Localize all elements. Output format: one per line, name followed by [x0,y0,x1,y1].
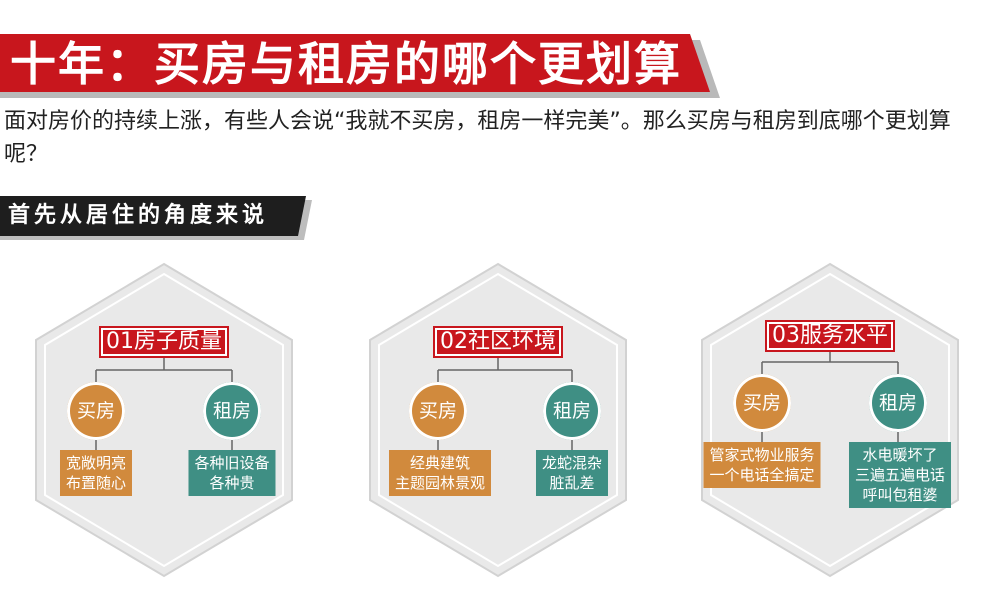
desc-line: 各种旧设备 [194,454,270,472]
desc-line: 布置随心 [65,474,127,492]
title-banner: 十年：买房与租房的哪个更划算 [0,28,720,100]
desc-line: 龙蛇混杂 [541,454,603,472]
rent-circle: 租房 [543,382,601,440]
rent-description: 水电暖坏了 三遍五遍电话 呼叫包租婆 [848,442,952,508]
card-heading: 02社区环境 [433,326,563,358]
rent-description: 龙蛇混杂 脏乱差 [535,450,609,496]
rent-circle: 租房 [203,382,261,440]
desc-line: 一个电话全搞定 [709,466,815,484]
connector-lines [761,350,899,442]
desc-line: 脏乱差 [549,474,595,492]
intro-paragraph: 面对房价的持续上涨，有些人会说“我就不买房，租房一样完美”。那么买房与租房到底哪… [4,109,951,167]
desc-line: 经典建筑 [409,454,471,472]
desc-line: 各种贵 [209,474,255,492]
connector-lines [437,358,573,450]
desc-line: 管家式物业服务 [709,446,815,464]
card-heading: 01房子质量 [99,326,229,358]
hex-card-service: 03服务水平 买房 租房 管家式物业服务 一个电话全搞定 水电暖坏了 三遍五遍电… [700,262,960,578]
buy-circle: 买房 [67,382,125,440]
title-banner-shape [0,34,720,98]
desc-line: 主题园林景观 [394,474,486,492]
buy-description: 管家式物业服务 一个电话全搞定 [703,442,821,488]
buy-description: 宽敞明亮 布置随心 [59,450,133,496]
section-banner: 首先从居住的角度来说 [0,196,320,242]
page-title: 十年：买房与租房的哪个更划算 [10,37,682,91]
desc-line: 呼叫包租婆 [862,486,938,504]
card-heading: 03服务水平 [765,320,895,352]
hex-card-quality: 01房子质量 买房 租房 宽敞明亮 布置随心 各种旧设备 各种贵 [34,262,294,578]
rent-description: 各种旧设备 各种贵 [188,450,276,496]
buy-circle: 买房 [409,382,467,440]
connector-lines [95,358,233,450]
buy-description: 经典建筑 主题园林景观 [388,450,492,496]
section-banner-shape [0,196,312,240]
desc-line: 三遍五遍电话 [854,466,946,484]
hex-card-community: 02社区环境 买房 租房 经典建筑 主题园林景观 龙蛇混杂 脏乱差 [368,262,628,578]
rent-circle: 租房 [869,374,927,432]
buy-circle: 买房 [733,374,791,432]
desc-line: 水电暖坏了 [862,446,938,464]
section-title: 首先从居住的角度来说 [8,203,269,228]
desc-line: 宽敞明亮 [65,454,127,472]
